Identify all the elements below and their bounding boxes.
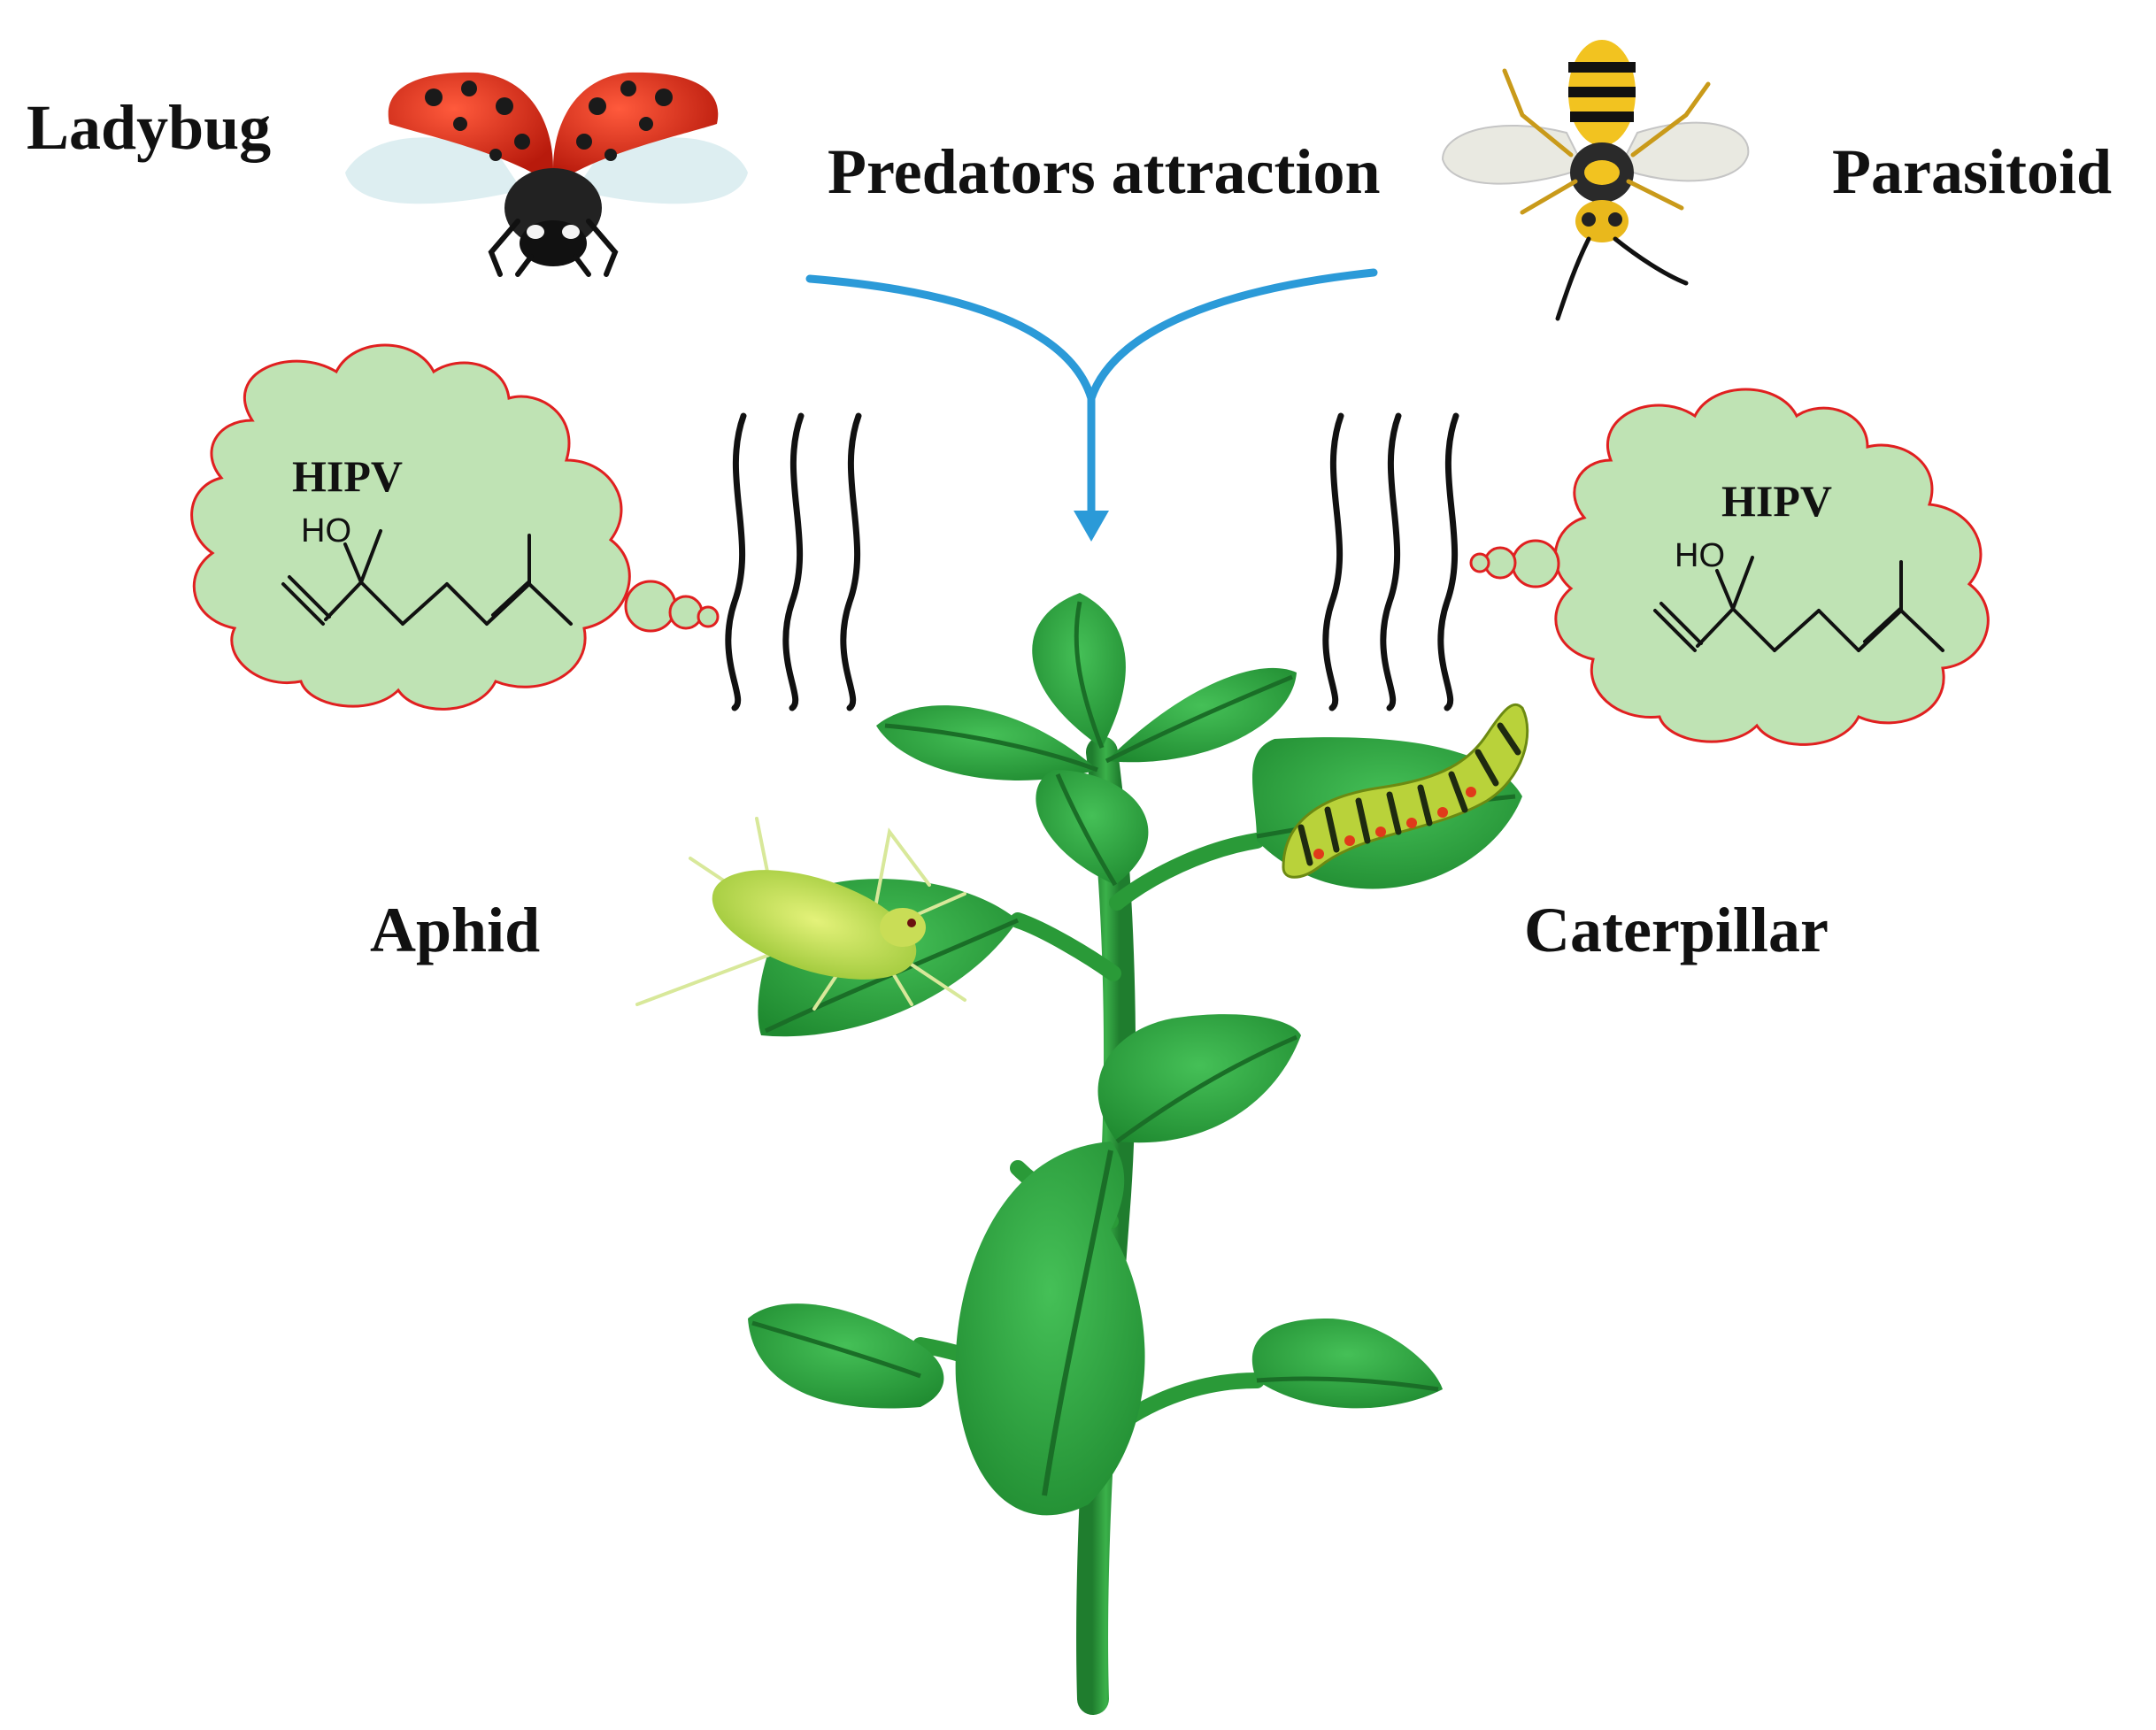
caterpillar-icon <box>1282 703 1529 879</box>
scent-waves-left <box>725 412 862 711</box>
linalool-structure-right <box>1653 556 1944 652</box>
leaf-upper-left <box>876 705 1098 780</box>
ladybug-icon <box>345 72 748 277</box>
hipv-cloud-left: HIPV HO <box>190 343 720 711</box>
leaf-bottom-left <box>748 1303 944 1409</box>
hipv-title-right: HIPV <box>1721 476 1832 526</box>
hipv-cloud-right: HIPV HO <box>1469 388 1990 746</box>
aphid-icon <box>635 817 966 1011</box>
plant-icon <box>748 593 1522 1715</box>
ho-label-left: HO <box>301 512 351 550</box>
label-ladybug: Ladybug <box>27 92 271 163</box>
label-aphid: Aphid <box>370 895 540 965</box>
arrow-head <box>1074 511 1109 542</box>
scent-waves-right <box>1322 412 1459 711</box>
parasitoid-wasp-icon <box>1441 40 1750 321</box>
leaf-bottom-right <box>1251 1319 1443 1409</box>
thought-bubbles-left <box>624 580 720 633</box>
leaf-large-lower <box>955 1142 1145 1516</box>
leaf-upper-right <box>1105 667 1297 764</box>
label-parasitoid: Parasitoid <box>1832 136 2112 207</box>
ho-label-right: HO <box>1675 537 1725 574</box>
thought-bubbles-right <box>1469 539 1560 588</box>
hipv-title-left: HIPV <box>292 451 403 501</box>
leaf-top <box>1032 593 1126 749</box>
predators-attraction-arrow <box>805 268 1378 518</box>
leaf-mid-center <box>1036 770 1149 887</box>
linalool-structure-left <box>281 529 573 626</box>
label-caterpillar: Caterpillar <box>1524 895 1829 965</box>
leaf-middle-right <box>1097 1014 1301 1144</box>
label-predators-attraction: Predators attraction <box>828 136 1380 207</box>
